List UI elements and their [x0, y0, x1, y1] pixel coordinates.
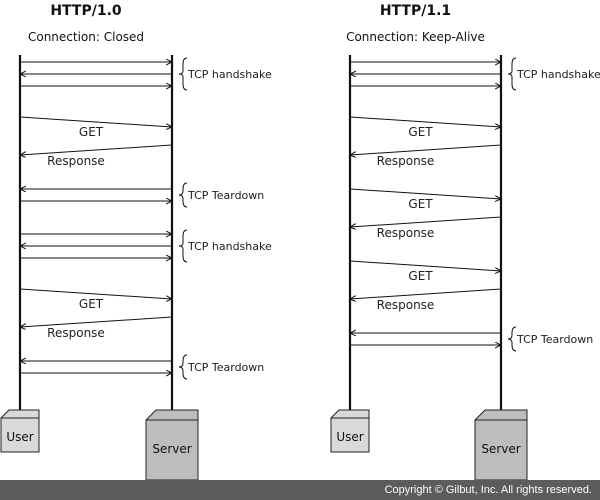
- get-label: GET: [79, 125, 104, 139]
- get-label: GET: [408, 125, 433, 139]
- response-arrow: [350, 216, 502, 227]
- response-label: Response: [377, 298, 435, 312]
- panel-subtitle: Connection: Closed: [28, 30, 144, 44]
- teardown-label: TCP Teardown: [187, 189, 264, 202]
- panel-title: HTTP/1.1: [380, 3, 451, 19]
- handshake-brace: [507, 57, 517, 91]
- response-arrow: [20, 316, 173, 327]
- panel-title: HTTP/1.0: [50, 3, 122, 19]
- user-box: [330, 409, 370, 453]
- get-arrow: [19, 288, 172, 299]
- get-label: GET: [79, 297, 104, 311]
- handshake-brace: [178, 57, 188, 91]
- teardown-brace: [178, 182, 188, 208]
- get-arrow: [349, 260, 501, 271]
- user-label: User: [6, 430, 33, 444]
- teardown-label: TCP Teardown: [187, 361, 264, 374]
- panel-subtitle: Connection: Keep-Alive: [346, 30, 485, 44]
- server-label: Server: [152, 442, 191, 456]
- handshake-label: TCP handshake: [516, 68, 600, 81]
- get-arrow: [349, 188, 501, 199]
- copyright-text: Copyright © Gilbut, Inc. All rights rese…: [384, 484, 592, 496]
- get-arrow: [19, 116, 172, 127]
- teardown-label: TCP Teardown: [516, 333, 593, 346]
- response-label: Response: [47, 326, 105, 340]
- handshake-brace: [178, 229, 188, 263]
- handshake-label: TCP handshake: [187, 68, 272, 81]
- response-arrow: [350, 288, 502, 299]
- get-label: GET: [408, 197, 433, 211]
- response-label: Response: [377, 154, 435, 168]
- response-arrow: [20, 144, 173, 155]
- server-label: Server: [481, 442, 520, 456]
- get-arrow: [349, 116, 501, 127]
- response-label: Response: [377, 226, 435, 240]
- handshake-label: TCP handshake: [187, 240, 272, 253]
- response-arrow: [350, 144, 502, 155]
- teardown-brace: [178, 354, 188, 380]
- user-box: [0, 409, 40, 453]
- server-box: [145, 409, 199, 480]
- teardown-brace: [507, 326, 517, 352]
- user-label: User: [336, 430, 363, 444]
- get-label: GET: [408, 269, 433, 283]
- response-label: Response: [47, 154, 105, 168]
- server-box: [474, 409, 528, 480]
- copyright-footer: Copyright © Gilbut, Inc. All rights rese…: [0, 480, 600, 500]
